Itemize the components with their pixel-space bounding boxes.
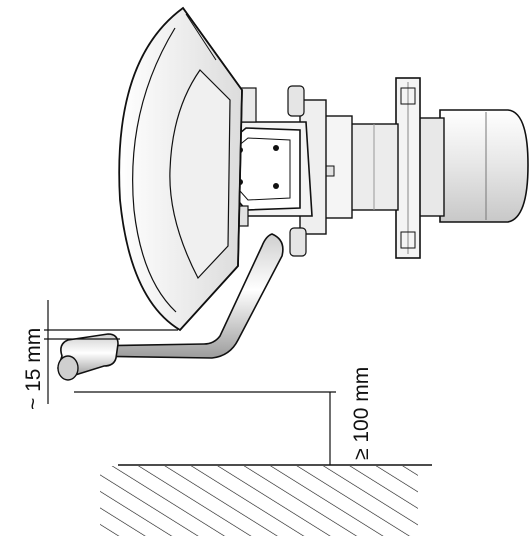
ground-hatch [100,466,455,536]
label-clearance-ground: ≥ 100 mm [350,367,373,460]
label-clearance-top: ~ 15 mm [22,328,45,410]
crank-handle [57,233,284,381]
dimension-lines [44,300,336,465]
coupling-housing [317,77,529,259]
ground [100,464,478,536]
dish [118,6,243,332]
